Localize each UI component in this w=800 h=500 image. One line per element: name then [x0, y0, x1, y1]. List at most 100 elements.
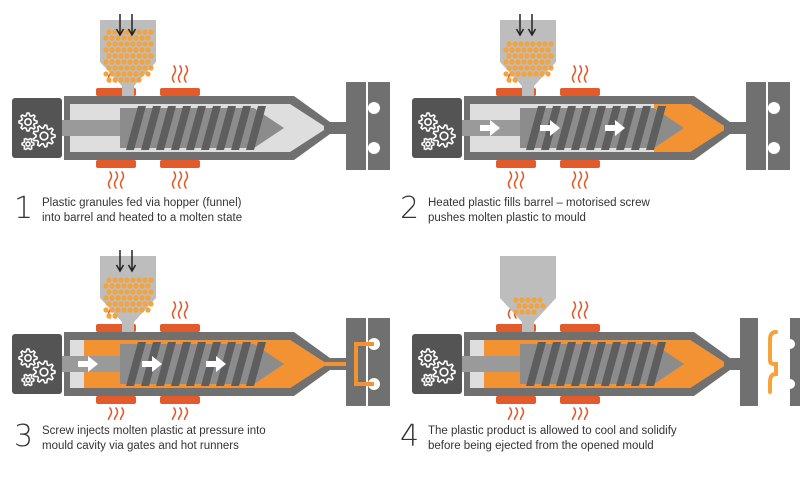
- step-4-panel: 4 The plastic product is allowed to cool…: [400, 250, 800, 500]
- step-4-caption-line-2: before being ejected from the opened mou…: [428, 440, 654, 452]
- granule: [142, 277, 148, 283]
- granule: [539, 47, 545, 53]
- gear-icon: [418, 112, 438, 132]
- gear-hub: [424, 118, 432, 126]
- heat-wave-icon: [513, 171, 519, 189]
- granule: [539, 59, 545, 65]
- heat-wave-icon: [583, 65, 589, 83]
- granule: [148, 289, 154, 295]
- gear-icon: [421, 137, 435, 151]
- arrow-right-icon: [605, 120, 625, 136]
- gear-outline: [418, 112, 438, 132]
- heater-band: [560, 396, 600, 404]
- mould-cavity: [785, 339, 795, 349]
- granule: [519, 309, 525, 315]
- heater-band: [496, 160, 536, 168]
- heater-band: [160, 324, 200, 332]
- granule: [512, 53, 518, 59]
- heat-wave-icon: [513, 407, 519, 420]
- gear-hub: [39, 131, 49, 141]
- heat-wave-icon: [571, 65, 577, 83]
- gear-hub: [424, 354, 432, 362]
- granule: [533, 71, 539, 77]
- granule: [525, 309, 531, 315]
- gear-icon: [432, 360, 456, 384]
- granule: [142, 301, 148, 307]
- screw-flight: [646, 106, 666, 150]
- granule: [124, 41, 130, 47]
- screw-flight: [556, 106, 576, 150]
- granule: [136, 77, 142, 83]
- granule: [106, 53, 112, 59]
- granule: [109, 295, 115, 301]
- screw-flight: [186, 106, 206, 150]
- gear-hub: [439, 131, 449, 141]
- granule: [136, 277, 142, 283]
- mould-moving-half: [768, 82, 790, 170]
- granule: [533, 59, 539, 65]
- screw-flight: [571, 106, 591, 150]
- granule: [127, 307, 133, 313]
- arrow-right-icon: [78, 356, 98, 372]
- granule: [136, 29, 142, 35]
- granule: [121, 71, 127, 77]
- step-1-panel: 1 Plastic granules fed via hopper (funne…: [0, 0, 400, 250]
- heat-wave-icon: [571, 407, 577, 420]
- gear-hub: [425, 141, 431, 147]
- gear-outline: [418, 348, 438, 368]
- granule: [130, 41, 136, 47]
- granule: [112, 277, 118, 283]
- molten-runner: [324, 362, 348, 366]
- granule: [127, 71, 133, 77]
- granule: [142, 53, 148, 59]
- heat-waves-top-2: [171, 65, 189, 83]
- screw-flight: [631, 106, 651, 150]
- granule: [121, 59, 127, 65]
- mould-fixed-half: [740, 318, 758, 406]
- hopper-granules: [103, 29, 154, 83]
- granule: [530, 41, 536, 47]
- screw-flight: [156, 106, 176, 150]
- motor-housing: [412, 98, 462, 158]
- step-3-number: 3: [14, 419, 34, 454]
- mould-moving-half: [368, 82, 390, 170]
- granule: [106, 301, 112, 307]
- gear-icon: [21, 137, 35, 151]
- granule: [139, 71, 145, 77]
- granule: [115, 47, 121, 53]
- granule: [524, 41, 530, 47]
- granule: [142, 29, 148, 35]
- step-1-diagram: [12, 14, 390, 189]
- granule: [512, 65, 518, 71]
- screw-flight: [231, 106, 251, 150]
- heat-wave-icon: [119, 171, 125, 189]
- screw-flight: [246, 342, 266, 386]
- arrow-right-icon: [540, 120, 560, 136]
- granule: [124, 301, 130, 307]
- mould-cavity: [368, 142, 380, 154]
- granule: [112, 41, 118, 47]
- gear-outline: [32, 360, 56, 384]
- granule: [115, 283, 121, 289]
- granule: [503, 47, 509, 53]
- screw-shaft: [62, 120, 120, 136]
- heater-band: [160, 88, 200, 96]
- gear-outline: [18, 112, 38, 132]
- heat-waves-top-2: [571, 301, 589, 319]
- granule: [106, 29, 112, 35]
- granule: [512, 41, 518, 47]
- screw-flight: [631, 342, 651, 386]
- heat-wave-icon: [507, 171, 513, 189]
- granule: [118, 53, 124, 59]
- granule: [127, 59, 133, 65]
- granule: [124, 77, 130, 83]
- heat-wave-icon: [577, 171, 583, 189]
- granule: [145, 35, 151, 41]
- hopper: [500, 256, 556, 332]
- step-1-number: 1: [14, 191, 34, 226]
- granule: [531, 309, 537, 315]
- granule: [537, 297, 543, 303]
- heat-wave-icon: [183, 171, 189, 189]
- granule: [506, 77, 512, 83]
- granule: [112, 29, 118, 35]
